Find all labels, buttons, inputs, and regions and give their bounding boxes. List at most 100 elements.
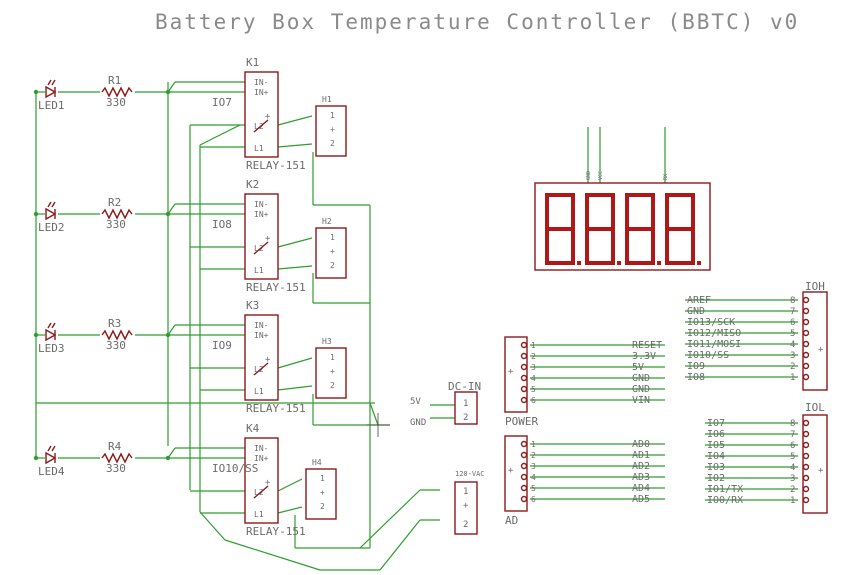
ioh-header-pin: IO9 — [687, 361, 705, 372]
relay-pin-l1: L1 — [254, 144, 264, 153]
relay-pin-in: IN- — [254, 321, 268, 330]
iol-header-pin-number: 2 — [790, 485, 795, 495]
vac-pin-1: 1 — [463, 487, 468, 497]
relay-pin-in: IN+ — [254, 88, 269, 97]
iol-header-pin-number: 3 — [790, 474, 795, 484]
relay-pin-in: IN+ — [254, 331, 269, 340]
ad-header-pin: AD0 — [632, 439, 650, 450]
relay-name: K2 — [246, 178, 259, 191]
iol-header-pin: IO3 — [707, 462, 725, 473]
ad-header-pin: AD1 — [632, 450, 650, 461]
led-label: LED2 — [38, 221, 65, 234]
header-pin-number: 6 — [531, 396, 536, 405]
relay-net-label: IO8 — [212, 218, 232, 231]
relay-pin-l1: L1 — [254, 266, 264, 275]
led-label: LED1 — [38, 99, 65, 112]
resistor-value: 330 — [106, 462, 126, 475]
iol-header-plus: + — [818, 466, 824, 476]
relay-pin-in: IN+ — [254, 454, 269, 463]
relay-plus: + — [265, 234, 271, 244]
relay-part: RELAY-151 — [246, 525, 306, 538]
ioh-header-pin: IO10/SS — [687, 350, 729, 361]
relay-channels: LED1R1330K1RELAY-151IO7IN-IN+L2L1+H11+2L… — [33, 56, 347, 538]
iol-header-pin-number: 6 — [790, 441, 795, 451]
relay-plus: + — [265, 478, 271, 488]
power-header-pin: 3.3V — [632, 351, 656, 362]
header-pin-number: 4 — [531, 473, 536, 482]
ad-header-name: AD — [505, 514, 518, 527]
ioh-header-pin: IO11/MOSI — [687, 339, 741, 350]
ad-header-pin: AD5 — [632, 494, 650, 505]
iol-header-pin: IO6 — [707, 429, 725, 440]
ad-header-pin: AD3 — [632, 472, 650, 483]
dc-in-name: DC-IN — [448, 380, 481, 393]
led-icon — [45, 201, 57, 221]
relay-pin-l2: L2 — [254, 365, 264, 374]
resistor-value: 330 — [106, 96, 126, 109]
relay-pin-in: IN+ — [254, 210, 269, 219]
ioh-header-pin-number: 7 — [790, 307, 795, 317]
iol-header-pin: IO5 — [707, 440, 725, 451]
led-label: LED3 — [38, 342, 65, 355]
heater-pin-2: 2 — [330, 139, 335, 148]
display-digit — [665, 193, 701, 265]
heater-name: H1 — [322, 95, 332, 104]
header-pin-number: 2 — [531, 451, 536, 460]
heater-pin-1: 1 — [330, 111, 335, 120]
seven-segment-display: GND VCC RX — [534, 171, 711, 271]
dc-in-pin-1: 1 — [463, 399, 468, 409]
power-header-pin: 5V — [632, 362, 644, 373]
power-header-pin: GND — [632, 384, 650, 395]
iol-header-pin: IO7 — [707, 418, 725, 429]
heater-pin-2: 2 — [330, 261, 335, 270]
led-label: LED4 — [38, 465, 65, 478]
header-pin-number: 6 — [531, 495, 536, 504]
ioh-header-pin: GND — [687, 306, 705, 317]
ioh-header-name: IOH — [805, 280, 825, 293]
display-digit — [585, 193, 621, 265]
relay-plus: + — [265, 112, 271, 122]
iol-header-pin-number: 8 — [790, 419, 795, 429]
ioh-header-pin-number: 1 — [790, 373, 795, 383]
resistor-name: R4 — [108, 440, 122, 453]
wiring — [35, 82, 798, 571]
origin-marker — [366, 413, 390, 437]
heater-pin-plus: + — [330, 367, 335, 376]
display-pin-gnd: GND — [586, 171, 592, 180]
ad-header-plus: + — [508, 466, 514, 476]
display-digit — [545, 193, 581, 265]
heater-name: H2 — [322, 217, 332, 226]
resistor-icon — [101, 329, 133, 341]
power-header-name: POWER — [505, 415, 538, 428]
relay-name: K3 — [246, 299, 259, 312]
relay-pin-l1: L1 — [254, 510, 264, 519]
iol-header-pin: IO2 — [707, 473, 725, 484]
heater-pin-2: 2 — [330, 381, 335, 390]
relay-plus: + — [265, 355, 271, 365]
ioh-header-pin-number: 3 — [790, 351, 795, 361]
iol-header-pin: IO4 — [707, 451, 725, 462]
heater-pin-2: 2 — [320, 502, 325, 511]
channel-4: LED4R4330K4RELAY-151IO10/SSIN-IN+L2L1+H4… — [33, 422, 337, 538]
power-header-pin: RESET — [632, 340, 662, 351]
heater-pin-1: 1 — [330, 233, 335, 242]
relay-name: K4 — [246, 422, 260, 435]
ioh-header-pin: AREF — [687, 295, 711, 306]
heater-name: H4 — [312, 458, 322, 467]
ioh-header-pin-number: 2 — [790, 362, 795, 372]
ioh-header-plus: + — [818, 345, 824, 355]
relay-part: RELAY-151 — [246, 159, 306, 172]
header-pin-number: 4 — [531, 374, 536, 383]
power-header-plus: + — [508, 367, 514, 377]
power-header-pin: VIN — [632, 395, 650, 406]
header-pin-number: 3 — [531, 462, 536, 471]
dc-in-connector: DC-IN 5V GND 1 2 — [410, 380, 481, 428]
resistor-value: 330 — [106, 339, 126, 352]
relay-net-label: IO7 — [212, 96, 232, 109]
